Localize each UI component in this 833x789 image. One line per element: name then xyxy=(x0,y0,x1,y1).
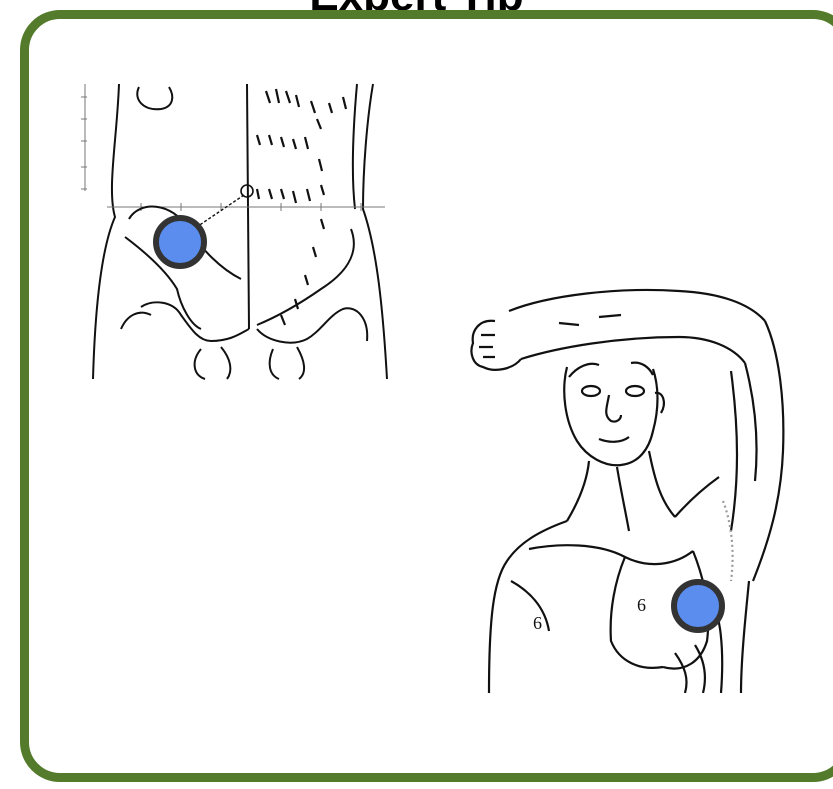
ruler xyxy=(81,84,87,191)
raised-arm-torso-illustration: 6 6 xyxy=(449,281,833,693)
svg-text:6: 6 xyxy=(637,595,646,615)
abdomen-pelvis-illustration xyxy=(81,79,401,381)
svg-text:6: 6 xyxy=(533,613,542,633)
abdomen-marker-dot xyxy=(153,215,207,269)
content-panel: 6 6 xyxy=(20,10,833,782)
axilla-marker-dot xyxy=(671,579,725,633)
